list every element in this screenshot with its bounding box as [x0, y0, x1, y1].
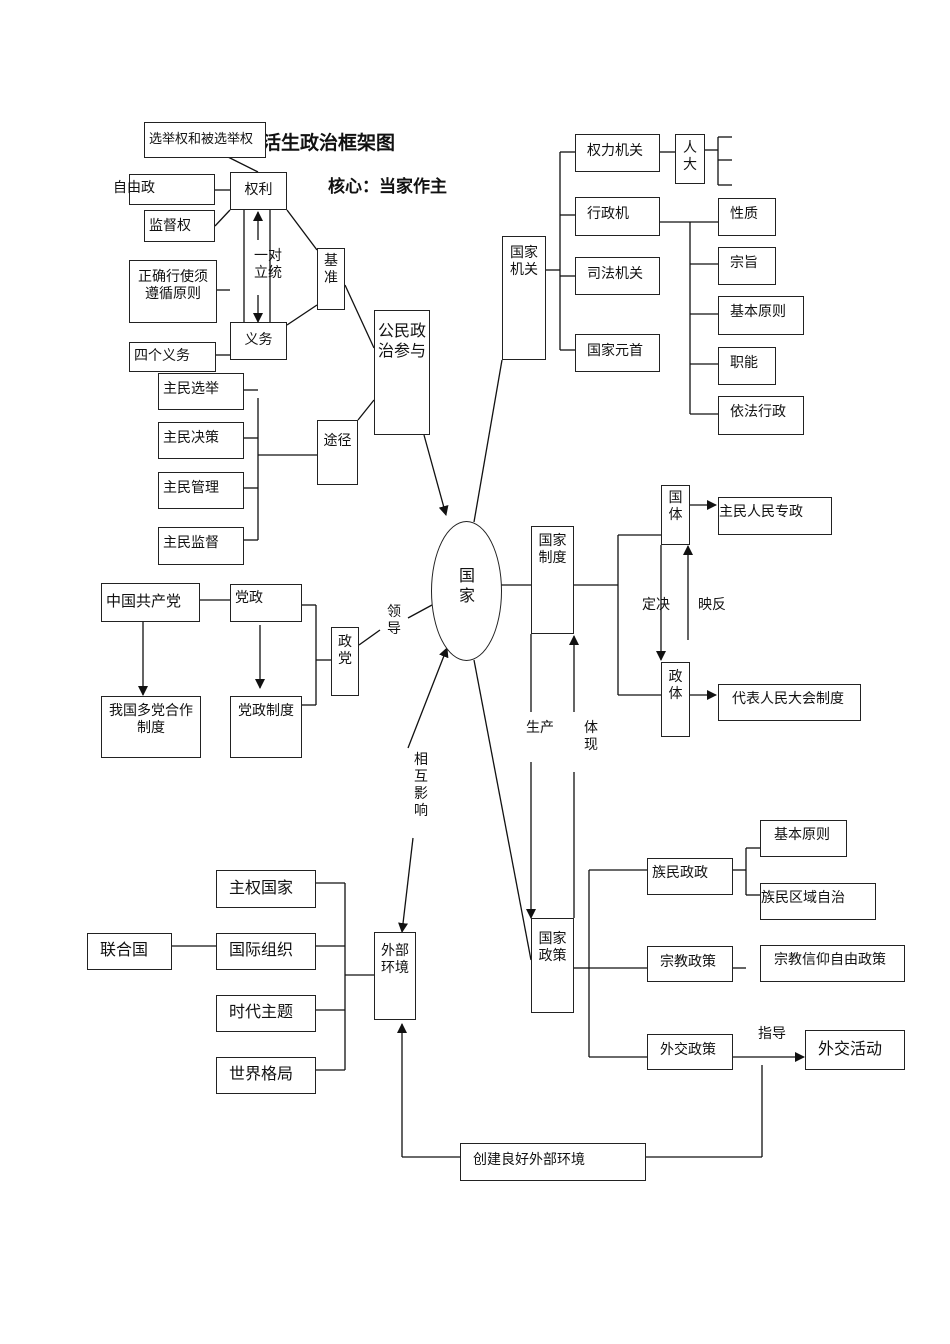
- embody-label: 体现: [584, 720, 598, 753]
- unity-label: 一对立统: [254, 248, 282, 281]
- religion-freedom-box: 宗教信仰自由政策: [760, 945, 905, 982]
- multi-party-box: 我国多党合作制度: [101, 696, 201, 758]
- guide-label: 指导: [758, 1026, 786, 1042]
- sovereign-box: 主权国家: [216, 870, 316, 908]
- civic-participation-box: 公民政治参与: [374, 310, 430, 435]
- zhengti-box: 政体: [661, 662, 690, 737]
- rights-box: 权利: [230, 172, 287, 210]
- diplomacy-box: 外交活动: [805, 1030, 905, 1070]
- democratic-dictatorship-box: 主民人民专政: [718, 497, 832, 535]
- manage-box: 主民管理: [158, 472, 244, 509]
- ethnic-policy-box: 族民政政: [647, 858, 733, 895]
- function-box: 职能: [718, 347, 776, 385]
- party-system-box: 党政制度: [230, 696, 302, 758]
- head-of-state-box: 国家元首: [575, 334, 660, 372]
- judicial-box: 司法机关: [575, 257, 660, 295]
- diagram-core: 核心：当家作主: [328, 177, 447, 197]
- supervision-box: 监督权: [144, 210, 215, 242]
- basis-box: 基准: [317, 248, 345, 310]
- produce-label: 生产: [526, 720, 554, 736]
- ethnic-basic-box: 基本原则: [760, 820, 847, 857]
- elect-box: 主民选举: [158, 373, 244, 410]
- obligations-box: 义务: [230, 322, 287, 360]
- ccp-box: 中国共产党: [101, 583, 200, 622]
- channels-box: 途径: [317, 420, 358, 485]
- oversee-box: 主民监督: [158, 527, 244, 565]
- intl-org-box: 国际组织: [216, 933, 316, 970]
- freedom-label: 自由政: [113, 180, 155, 196]
- un-box: 联合国: [87, 933, 172, 970]
- state-policy-box: 国家政策: [531, 918, 574, 1013]
- freedom-box: [129, 174, 215, 205]
- npc-box: 人大: [675, 134, 705, 184]
- determine-label: 定决: [642, 597, 670, 613]
- reflect-label: 映反: [698, 597, 726, 613]
- diagram-title: 活生政治框架图: [262, 132, 396, 154]
- purpose-box: 宗旨: [718, 247, 776, 285]
- party-gov-box: 党政: [230, 584, 302, 622]
- foreign-policy-box: 外交政策: [647, 1034, 733, 1070]
- era-theme-box: 时代主题: [216, 995, 316, 1032]
- state-organs-box: 国家机关: [502, 236, 546, 360]
- regional-autonomy-box: 族民区域自治: [760, 883, 876, 920]
- gov-box: 行政机: [575, 197, 660, 236]
- lead-label: 领导: [387, 604, 401, 637]
- state-label: 国家: [458, 566, 475, 605]
- external-env-box: 外部环境: [374, 932, 416, 1020]
- nature-box: 性质: [718, 198, 776, 236]
- correct-exercise-box: 正确行使须遵循原则: [129, 260, 217, 323]
- state-ellipse: [431, 521, 502, 661]
- four-obligations-box: 四个义务: [129, 342, 216, 372]
- party-box: 政党: [331, 627, 359, 696]
- religion-policy-box: 宗教政策: [647, 946, 733, 982]
- election-right-box: 选举权和被选举权: [144, 122, 266, 158]
- good-env-box: 创建良好外部环境: [460, 1143, 646, 1181]
- npc-system-box: 代表人民大会制度: [718, 684, 861, 721]
- power-organ-box: 权力机关: [575, 134, 660, 172]
- basic-principle-box: 基本原则: [718, 296, 804, 335]
- guoti-box: 国体: [661, 485, 690, 545]
- world-pattern-box: 世界格局: [216, 1057, 316, 1094]
- state-system-box: 国家制度: [531, 526, 574, 634]
- mutual-label: 相互影响: [414, 752, 428, 819]
- decide-box: 主民决策: [158, 422, 244, 459]
- law-admin-box: 依法行政: [718, 396, 804, 435]
